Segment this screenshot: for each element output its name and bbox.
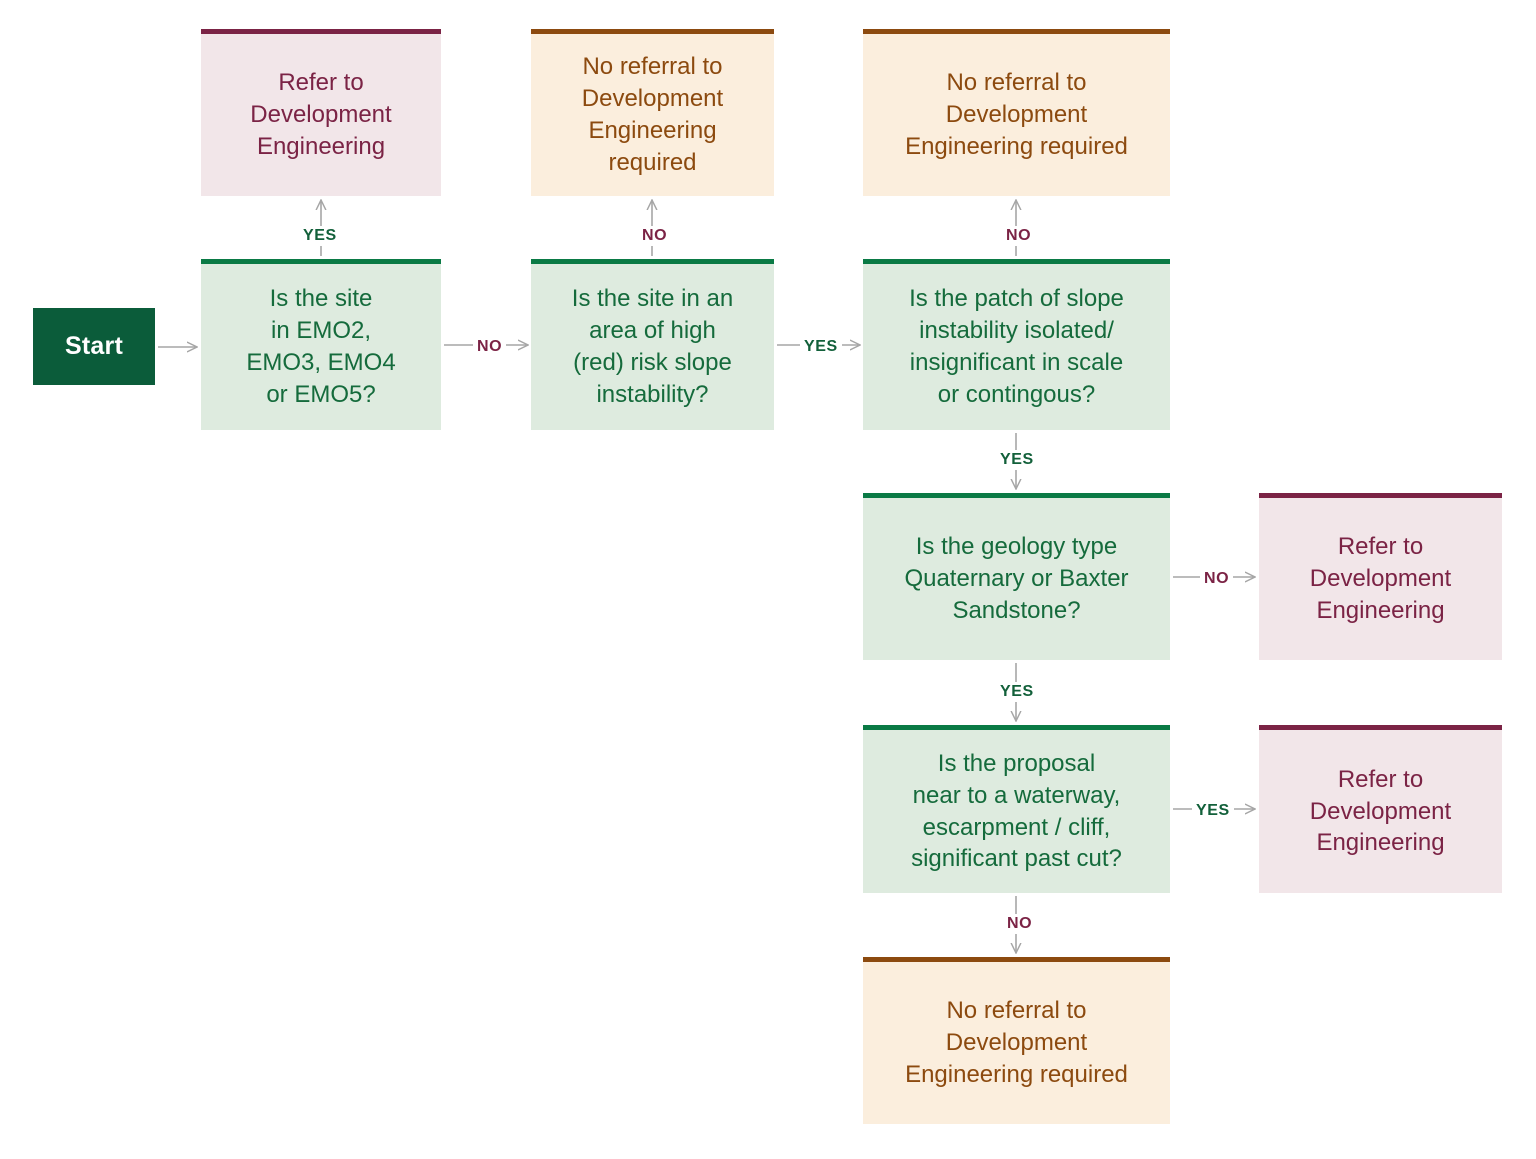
node-outcome-refer-3[interactable]: Refer to Development Engineering: [1259, 725, 1502, 893]
node-outcome-noreferral-2-label: No referral to Development Engineering r…: [905, 69, 1128, 160]
edge-label-q1-no: NO: [473, 337, 507, 357]
edge-label-q5-yes: YES: [1192, 801, 1234, 821]
node-question-emo-overlay-label: Is the site in EMO2, EMO3, EMO4 or EMO5?: [246, 285, 396, 408]
node-outcome-noreferral-2[interactable]: No referral to Development Engineering r…: [863, 29, 1170, 196]
node-outcome-refer-1-label: Refer to Development Engineering: [250, 69, 392, 160]
node-outcome-refer-1[interactable]: Refer to Development Engineering: [201, 29, 441, 196]
node-start[interactable]: Start: [33, 308, 155, 385]
edge-label-q2-yes: YES: [800, 337, 842, 357]
edge-label-q1-yes: YES: [299, 226, 341, 246]
edge-label-q2-no: NO: [638, 226, 672, 246]
node-question-patch-isolated[interactable]: Is the patch of slope instability isolat…: [863, 259, 1170, 430]
node-question-proposal-proximity-label: Is the proposal near to a waterway, esca…: [911, 749, 1122, 873]
node-question-high-risk-slope[interactable]: Is the site in an area of high (red) ris…: [531, 259, 774, 430]
node-question-proposal-proximity[interactable]: Is the proposal near to a waterway, esca…: [863, 725, 1170, 893]
node-question-geology-type-label: Is the geology type Quaternary or Baxter…: [904, 533, 1129, 624]
node-question-geology-type[interactable]: Is the geology type Quaternary or Baxter…: [863, 493, 1170, 660]
edge-label-q3-no: NO: [1002, 226, 1036, 246]
node-start-label: Start: [65, 331, 123, 360]
node-question-emo-overlay[interactable]: Is the site in EMO2, EMO3, EMO4 or EMO5?: [201, 259, 441, 430]
edge-label-q5-no: NO: [1003, 914, 1037, 934]
edge-label-q4-no: NO: [1200, 569, 1234, 589]
node-question-patch-isolated-label: Is the patch of slope instability isolat…: [909, 285, 1124, 408]
node-outcome-refer-2-label: Refer to Development Engineering: [1309, 533, 1452, 624]
node-question-high-risk-slope-label: Is the site in an area of high (red) ris…: [571, 285, 734, 408]
node-outcome-noreferral-1[interactable]: No referral to Development Engineering r…: [531, 29, 774, 196]
node-outcome-noreferral-3[interactable]: No referral to Development Engineering r…: [863, 957, 1170, 1124]
edge-label-q4-yes: YES: [996, 682, 1038, 702]
node-outcome-noreferral-1-label: No referral to Development Engineering r…: [581, 53, 724, 176]
edge-label-q3-yes: YES: [996, 450, 1038, 470]
node-outcome-refer-3-label: Refer to Development Engineering: [1309, 765, 1452, 857]
node-outcome-noreferral-3-label: No referral to Development Engineering r…: [905, 997, 1128, 1088]
node-outcome-refer-2[interactable]: Refer to Development Engineering: [1259, 493, 1502, 660]
